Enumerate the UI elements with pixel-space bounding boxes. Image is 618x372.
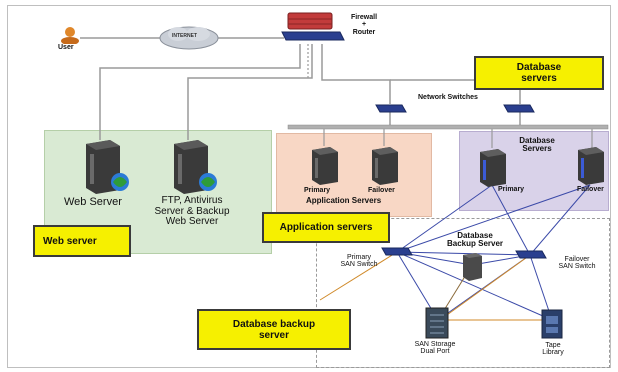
backup-server-icon — [463, 253, 482, 281]
database-backup-server-label: Database backup server — [197, 309, 351, 350]
ftp-server-icon — [174, 140, 217, 194]
web-server-icon — [86, 140, 129, 194]
backup-tier-panel — [316, 218, 610, 368]
db-primary-label: Primary — [498, 186, 525, 193]
app-primary-label: Primary — [304, 187, 331, 194]
db-primary-server-icon — [480, 149, 506, 187]
app-primary-server-icon — [312, 147, 338, 185]
db-failover-label: Failover — [577, 186, 604, 193]
user-label: User — [58, 44, 74, 51]
web-server-label: Web server — [33, 225, 131, 257]
network-switches-label: Network Switches — [418, 94, 478, 101]
internet-cloud-icon — [159, 26, 219, 50]
internet-label: INTERNET — [172, 33, 197, 39]
app-failover-server-icon — [372, 147, 398, 185]
network-switch-icon — [375, 104, 407, 113]
app-servers-caption: Application Servers — [306, 196, 382, 205]
san-storage-icon — [425, 307, 449, 339]
application-servers-label: Application servers — [262, 212, 390, 243]
user-icon — [61, 27, 79, 44]
failover-san-switch-icon — [515, 250, 547, 259]
network-switch-icon — [503, 104, 535, 113]
db-failover-server-icon — [578, 147, 604, 185]
san-storage-label: SAN Storage Dual Port — [414, 341, 456, 356]
app-failover-label: Failover — [368, 187, 395, 194]
tape-library-icon — [541, 309, 563, 339]
primary-san-switch-icon — [381, 247, 413, 256]
firewall-router-label: Firewall + Router — [350, 14, 378, 36]
db-servers-caption: Database Servers — [519, 136, 555, 154]
web-server-caption: Web Server — [64, 196, 122, 208]
primary-san-switch-label: Primary SAN Switch — [340, 254, 378, 269]
ftp-server-caption: FTP, Antivirus Server & Backup Web Serve… — [154, 195, 230, 227]
backup-server-caption: Database Backup Server — [446, 231, 504, 249]
tape-library-label: Tape Library — [542, 342, 564, 357]
firewall-router-icon — [281, 12, 345, 41]
failover-san-switch-label: Failover SAN Switch — [558, 256, 596, 271]
database-servers-label: Database servers — [474, 56, 604, 90]
